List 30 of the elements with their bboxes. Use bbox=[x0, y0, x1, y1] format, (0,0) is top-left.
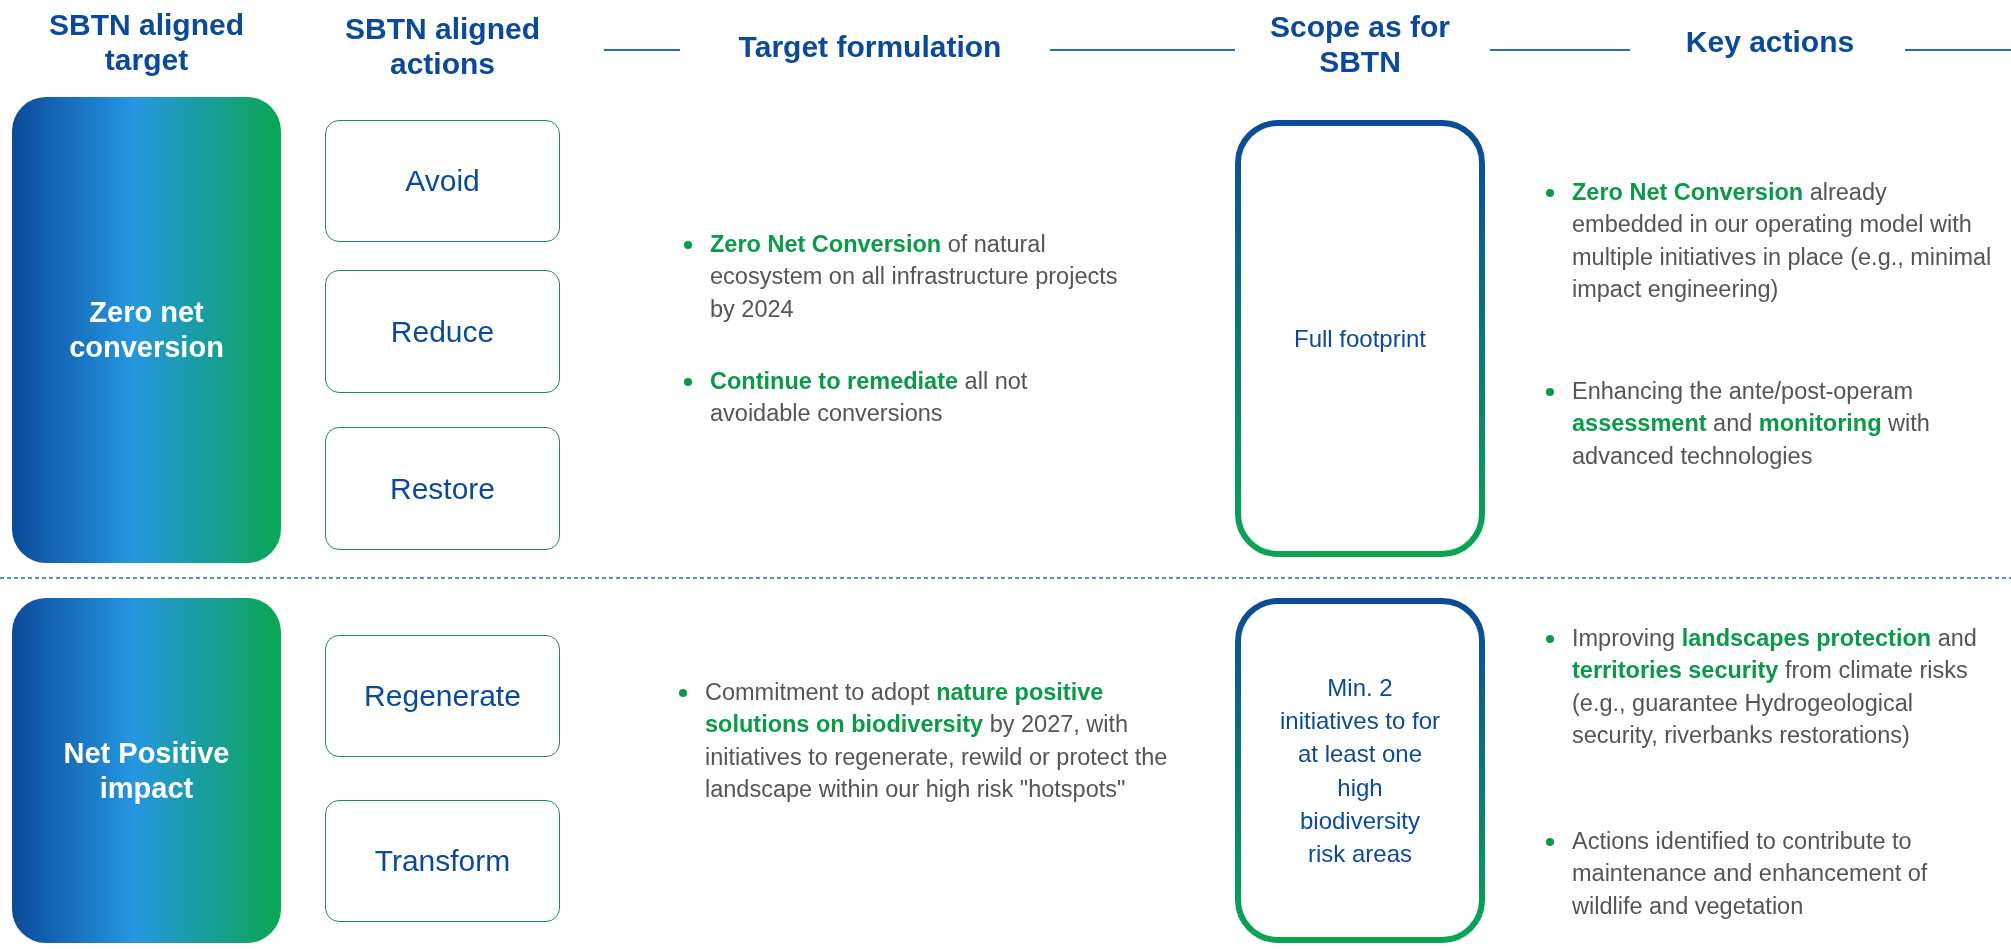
action-box bbox=[325, 800, 560, 922]
bullet-text: Improving landscapes protection and territories security from climate risks (e.g., guarantee Hydrogeological security, riverbanks restorations) bbox=[1572, 624, 1978, 751]
action-label: Restore bbox=[389, 471, 495, 506]
bullet-text: Commitment to adopt nature positive solutions on biodiversity by 2027, with initiatives to regenerate, rewild or protect the landscape within our high risk "hotspots" bbox=[705, 678, 1169, 805]
action-box bbox=[325, 635, 560, 757]
column-header: Scope as for SBTN bbox=[1268, 10, 1452, 79]
bullet-text: Enhancing the ante/post-operam assessment and monitoring with advanced technologies bbox=[1572, 377, 1931, 471]
bullet-text: Actions identified to contribute to maintenance and enhancement of wildlife and vegetation bbox=[1572, 827, 1929, 921]
column-header: SBTN aligned actions bbox=[344, 12, 541, 81]
action-box bbox=[325, 427, 560, 550]
target-card bbox=[12, 598, 281, 943]
scope-label: Min. 2 initiatives to for at least one high biodiversity risk areas bbox=[1278, 673, 1442, 869]
action-label: Reduce bbox=[390, 314, 495, 349]
column-header: Key actions bbox=[1684, 25, 1856, 60]
bullet-text: Zero Net Conversion already embedded in our operating model with multiple initiatives in place (e.g., minimal impact engineering) bbox=[1572, 178, 1993, 305]
target-card bbox=[12, 97, 281, 563]
action-label: Avoid bbox=[405, 164, 480, 198]
bullet-text: Zero Net Conversion of natural ecosystem on all infrastructure projects by 2024 bbox=[710, 230, 1119, 324]
column-header: Target formulation bbox=[737, 30, 1003, 65]
action-box bbox=[325, 270, 560, 393]
action-label: Transform bbox=[374, 844, 511, 878]
target-label: Zero net conversion bbox=[68, 295, 225, 365]
scope-label: Full footprint bbox=[1292, 323, 1428, 354]
action-label: Regenerate bbox=[364, 679, 521, 713]
bullet-text: Continue to remediate all not avoidable conversions bbox=[710, 367, 1029, 429]
target-label: Net Positive impact bbox=[62, 735, 231, 806]
column-header: SBTN aligned target bbox=[48, 8, 245, 77]
scope-box bbox=[1235, 598, 1485, 943]
scope-box bbox=[1235, 120, 1485, 557]
action-box bbox=[325, 120, 560, 242]
